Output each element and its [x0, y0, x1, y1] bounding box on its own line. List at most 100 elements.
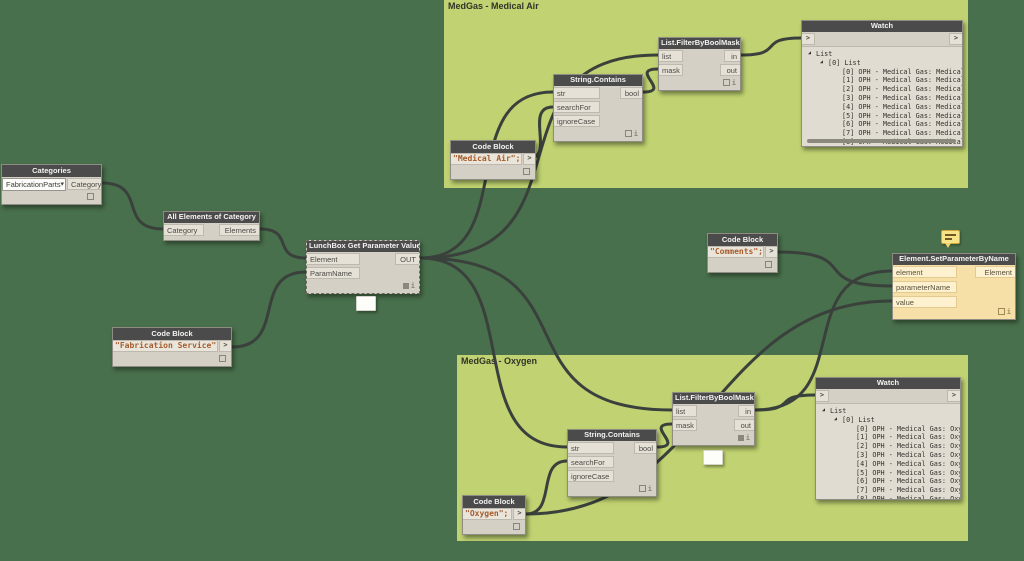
output-port-bool[interactable]: bool	[634, 442, 656, 454]
node-categories[interactable]: Categories FabricationParts▾ Category	[1, 164, 102, 205]
code-block-text[interactable]: "Medical Air";	[451, 153, 522, 165]
node-code-block-fabrication-service[interactable]: Code Block "Fabrication Service"; >	[112, 327, 232, 367]
group-title[interactable]: MedGas - Medical Air	[448, 1, 539, 11]
input-port-ignorecase[interactable]: ignoreCase	[554, 115, 600, 127]
wire-in-to-watch-top[interactable]	[739, 36, 803, 57]
tree-expander-icon[interactable]: ◢	[822, 407, 826, 413]
node-title[interactable]: List.FilterByBoolMask	[673, 393, 754, 404]
output-port[interactable]: >	[765, 246, 777, 258]
comment-bubble-icon[interactable]	[941, 230, 960, 244]
output-port[interactable]: >	[513, 508, 525, 520]
wire-bool-to-mask-bottom[interactable]	[655, 422, 674, 449]
wire-out-to-str-bottom[interactable]	[418, 256, 569, 449]
code-block-text[interactable]: "Oxygen";	[463, 508, 512, 520]
node-string-contains-bottom[interactable]: String.Contains str bool searchFor ignor…	[567, 429, 657, 497]
output-port-out[interactable]: out	[720, 64, 740, 76]
preview-toggle-icon[interactable]	[513, 523, 520, 530]
preview-toggle-icon[interactable]	[765, 261, 772, 268]
wire-comments-to-parametername[interactable]	[776, 250, 894, 288]
preview-bubble[interactable]	[703, 450, 723, 465]
input-port-value[interactable]: value	[893, 296, 957, 308]
wire-category-to-allelements[interactable]	[100, 181, 165, 231]
preview-toggle-icon[interactable]	[403, 283, 409, 289]
node-code-block-comments[interactable]: Code Block "Comments"; >	[707, 233, 778, 273]
preview-toggle-icon[interactable]	[523, 168, 530, 175]
wire-out-to-list-top[interactable]	[418, 53, 660, 260]
node-title[interactable]: LunchBox Get Parameter Value	[307, 241, 419, 252]
wire-oxygen-to-searchfor[interactable]	[524, 459, 569, 516]
preview-bubble[interactable]	[356, 296, 376, 311]
input-port-paramname[interactable]: ParamName	[307, 267, 360, 279]
output-port[interactable]: >	[219, 340, 231, 352]
node-title[interactable]: Code Block	[708, 234, 777, 246]
node-title[interactable]: Code Block	[113, 328, 231, 340]
output-port-category[interactable]: Category	[67, 178, 101, 190]
node-title[interactable]: Element.SetParameterByName	[893, 254, 1015, 265]
tree-expander-icon[interactable]: ◢	[808, 50, 812, 56]
input-port-list[interactable]: list	[659, 50, 683, 62]
output-port[interactable]: >	[947, 390, 960, 402]
node-element-setparameterbyname[interactable]: Element.SetParameterByName element Eleme…	[892, 253, 1016, 320]
input-port-searchfor[interactable]: searchFor	[554, 101, 600, 113]
wire-elements-to-lunchbox[interactable]	[258, 227, 308, 260]
tree-expander-icon[interactable]: ◢	[820, 58, 824, 65]
output-port-element[interactable]: Element	[975, 266, 1015, 278]
node-watch-bottom[interactable]: Watch > > ◢List ◢[0] List [0] OPH - Medi…	[815, 377, 961, 500]
node-title[interactable]: List.FilterByBoolMask	[659, 38, 740, 49]
node-watch-top[interactable]: Watch > > ◢List ◢[0] List [0] OPH - Medi…	[801, 20, 963, 147]
categories-dropdown[interactable]: FabricationParts▾	[2, 178, 66, 191]
node-all-elements-of-category[interactable]: All Elements of Category Category Elemen…	[163, 211, 260, 241]
preview-toggle-icon[interactable]	[738, 435, 744, 441]
wire-bool-to-mask-top[interactable]	[641, 67, 660, 94]
node-lunchbox-get-parameter-value[interactable]: LunchBox Get Parameter Value Element OUT…	[306, 240, 420, 294]
input-port-ignorecase[interactable]: ignoreCase	[568, 470, 614, 482]
tree-expander-icon[interactable]: ◢	[834, 415, 838, 422]
node-list-filterbyboolmask-top[interactable]: List.FilterByBoolMask list in mask out i	[658, 37, 741, 91]
input-port-mask[interactable]: mask	[659, 64, 683, 76]
node-code-block-medical-air[interactable]: Code Block "Medical Air"; >	[450, 140, 536, 180]
group-title[interactable]: MedGas - Oxygen	[461, 356, 538, 366]
node-title[interactable]: String.Contains	[568, 430, 656, 441]
output-port-elements[interactable]: Elements	[219, 224, 259, 236]
output-port-bool[interactable]: bool	[620, 87, 642, 99]
output-port-out[interactable]: out	[734, 419, 754, 431]
input-port-searchfor[interactable]: searchFor	[568, 456, 614, 468]
preview-toggle-icon[interactable]	[219, 355, 226, 362]
node-title[interactable]: Watch	[802, 21, 962, 32]
node-title[interactable]: Categories	[2, 165, 101, 177]
node-title[interactable]: All Elements of Category	[164, 212, 259, 223]
code-block-text[interactable]: "Fabrication Service";	[113, 340, 218, 352]
input-port-list[interactable]: list	[673, 405, 697, 417]
node-list-filterbyboolmask-bottom[interactable]: List.FilterByBoolMask list in mask out i	[672, 392, 755, 446]
wire-out-to-list-bottom[interactable]	[418, 256, 674, 412]
output-port[interactable]: >	[523, 153, 535, 165]
preview-toggle-icon[interactable]	[723, 79, 730, 86]
input-port-parametername[interactable]: parameterName	[893, 281, 957, 293]
preview-toggle-icon[interactable]	[639, 485, 646, 492]
wire-fabservice-to-paramname[interactable]	[230, 270, 308, 349]
input-port-str[interactable]: str	[554, 87, 600, 99]
preview-toggle-icon[interactable]	[998, 308, 1005, 315]
input-port[interactable]: >	[816, 390, 829, 402]
node-title[interactable]: Watch	[816, 378, 960, 389]
output-port[interactable]: >	[949, 33, 962, 45]
node-title[interactable]: Code Block	[451, 141, 535, 153]
output-port-in[interactable]: in	[724, 50, 740, 62]
node-string-contains-top[interactable]: String.Contains str bool searchFor ignor…	[553, 74, 643, 142]
preview-toggle-icon[interactable]	[625, 130, 632, 137]
output-port-out[interactable]: OUT	[395, 253, 419, 265]
preview-toggle-icon[interactable]	[87, 193, 94, 200]
input-port-mask[interactable]: mask	[673, 419, 697, 431]
wire-in-to-element[interactable]	[753, 269, 894, 412]
node-title[interactable]: String.Contains	[554, 75, 642, 86]
input-port-category[interactable]: Category	[164, 224, 204, 236]
input-port-element[interactable]: element	[893, 266, 957, 278]
node-code-block-oxygen[interactable]: Code Block "Oxygen"; >	[462, 495, 526, 535]
horizontal-scrollbar[interactable]	[807, 139, 956, 143]
node-title[interactable]: Code Block	[463, 496, 525, 508]
code-block-text[interactable]: "Comments";	[708, 246, 764, 258]
output-port-in[interactable]: in	[738, 405, 754, 417]
input-port-str[interactable]: str	[568, 442, 614, 454]
input-port-element[interactable]: Element	[307, 253, 360, 265]
